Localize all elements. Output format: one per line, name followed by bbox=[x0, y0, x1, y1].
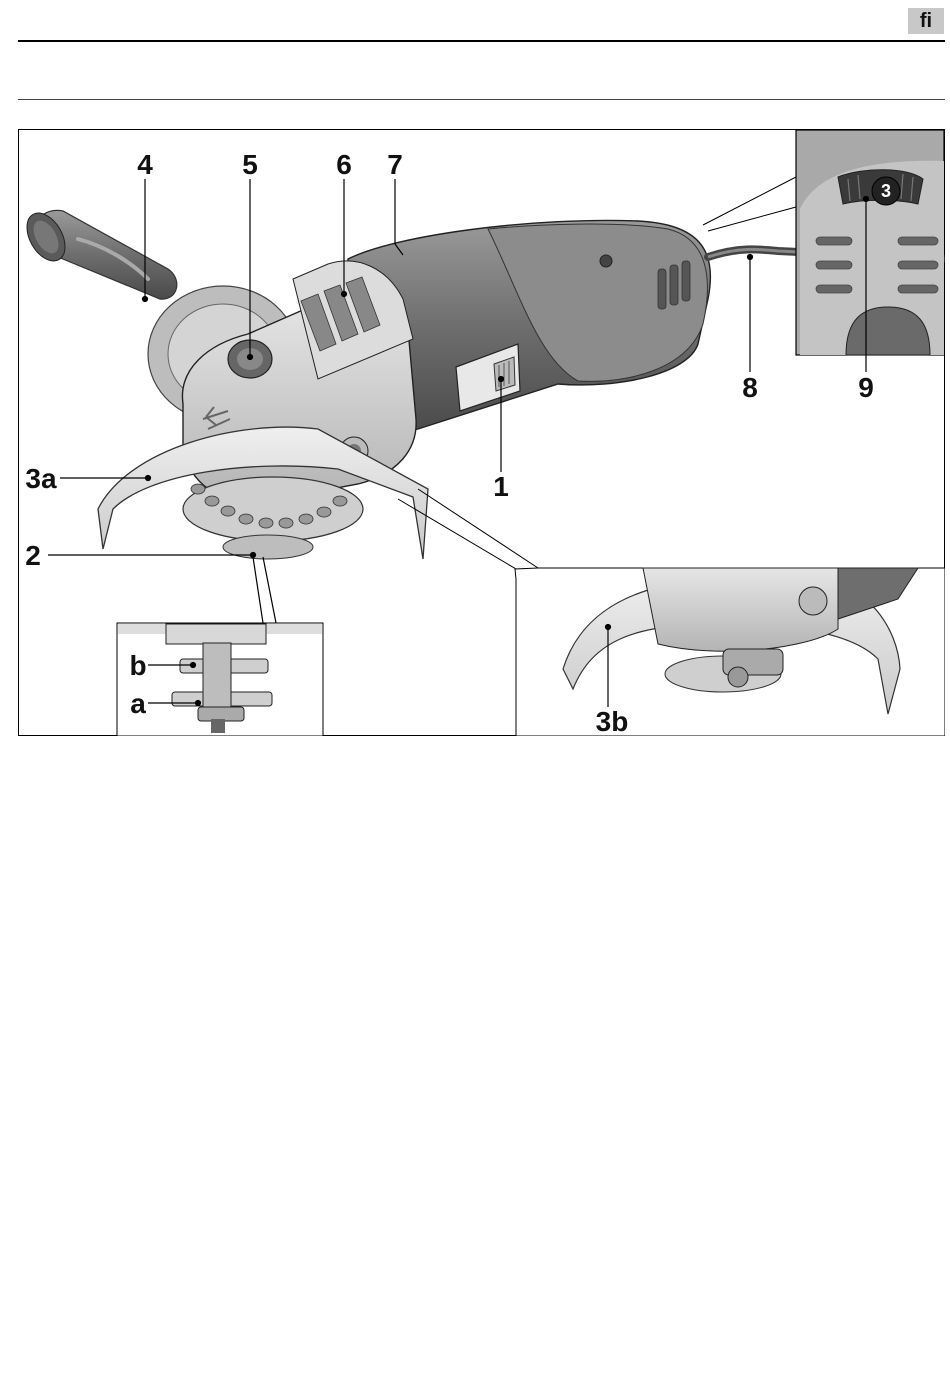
speed-dial-inset: 3 bbox=[796, 130, 944, 355]
callout-b: b bbox=[129, 650, 146, 681]
callout-1: 1 bbox=[493, 471, 509, 502]
angle-grinder-figure: 3 bbox=[18, 129, 945, 736]
callout-9: 9 bbox=[858, 372, 874, 403]
callout-7: 7 bbox=[387, 149, 403, 180]
figure-svg: 3 bbox=[18, 129, 945, 736]
callout-5: 5 bbox=[242, 149, 258, 180]
header-rule bbox=[18, 40, 945, 42]
section-rule bbox=[18, 99, 945, 100]
guard-detail-inset-3b bbox=[515, 568, 945, 736]
callout-a: a bbox=[130, 688, 146, 719]
callout-3b: 3b bbox=[596, 706, 629, 736]
callout-8: 8 bbox=[742, 372, 758, 403]
language-badge: fi bbox=[908, 8, 944, 34]
callout-4: 4 bbox=[137, 149, 153, 180]
callout-2: 2 bbox=[25, 540, 41, 571]
callout-3a: 3a bbox=[25, 463, 57, 494]
speed-dial-value: 3 bbox=[881, 181, 891, 201]
flange-detail-inset bbox=[117, 623, 323, 736]
callout-6: 6 bbox=[336, 149, 352, 180]
